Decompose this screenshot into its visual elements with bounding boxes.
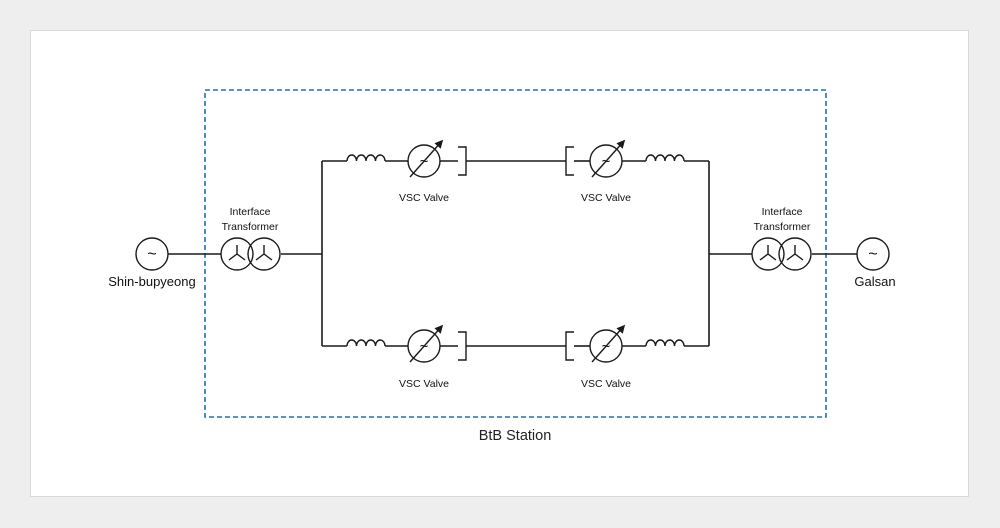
svg-text:~: ~	[868, 246, 877, 263]
inductor-top-right	[645, 154, 685, 162]
valve-label-bottom-right: VSC Valve	[581, 378, 631, 390]
inductor-top-left	[346, 154, 386, 162]
transformer-right-label-line2: Transformer	[754, 221, 811, 233]
svg-text:~: ~	[147, 246, 156, 263]
diagram-canvas	[30, 30, 969, 497]
transformer-left-label-line1: Interface	[230, 206, 271, 218]
vsc-valve-bottom-right: ~	[589, 324, 626, 363]
vsc-valve-bottom-left: ~	[407, 324, 444, 363]
ac-source-left: ~	[135, 237, 169, 271]
transformer-left-label-line2: Transformer	[222, 221, 279, 233]
valve-label-top-right: VSC Valve	[581, 192, 631, 204]
valve-label-bottom-left: VSC Valve	[399, 378, 449, 390]
dc-capacitor-top	[458, 146, 574, 176]
vsc-valve-top-left: ~	[407, 139, 444, 178]
transformer-left	[220, 237, 281, 271]
ac-source-right: ~	[856, 237, 890, 271]
inductor-bottom-right	[645, 339, 685, 347]
wiring	[168, 160, 857, 347]
source-left-label: Shin-bupyeong	[108, 274, 195, 289]
source-right-label: Galsan	[854, 274, 895, 289]
station-label: BtB Station	[479, 428, 552, 444]
inductor-bottom-left	[346, 339, 386, 347]
valve-label-top-left: VSC Valve	[399, 192, 449, 204]
dc-capacitor-bottom	[458, 331, 574, 361]
transformer-right-label-line1: Interface	[762, 206, 803, 218]
vsc-valve-top-right: ~	[589, 139, 626, 178]
transformer-right	[751, 237, 812, 271]
